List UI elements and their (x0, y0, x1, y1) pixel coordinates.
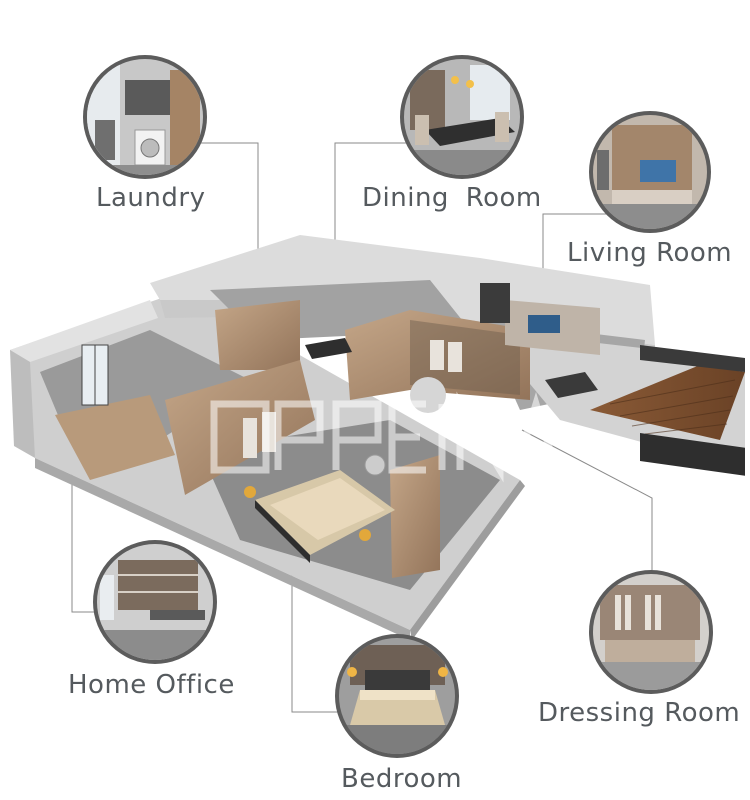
connector-dressing (521, 429, 653, 575)
thumbnail-bedroom (335, 634, 459, 758)
label-dressing-room: Dressing Room (538, 698, 741, 728)
tv-screen (528, 315, 560, 333)
thumbnail-dressing-room (589, 570, 713, 694)
office-desk (55, 395, 175, 480)
balcony-deck (590, 365, 745, 440)
thumbnail-dining-room (400, 55, 524, 179)
label-living-room: Living Room (567, 238, 733, 268)
thumbnail-laundry (83, 55, 207, 179)
left-wall (10, 300, 158, 362)
thumbnail-living-room (589, 111, 711, 233)
label-laundry: Laundry (96, 183, 206, 213)
bedroom-partition-right (390, 455, 440, 578)
thumbnail-home-office (93, 540, 217, 664)
connector-laundry (185, 142, 259, 262)
label-home-office: Home Office (68, 670, 235, 700)
brand-watermark (210, 391, 560, 483)
balcony-window (640, 432, 745, 476)
bedroom-partition-left (165, 360, 315, 495)
label-dining-room: Dining Room (362, 183, 542, 213)
kitchen-cabinets (215, 300, 300, 370)
label-bedroom: Bedroom (341, 764, 463, 794)
